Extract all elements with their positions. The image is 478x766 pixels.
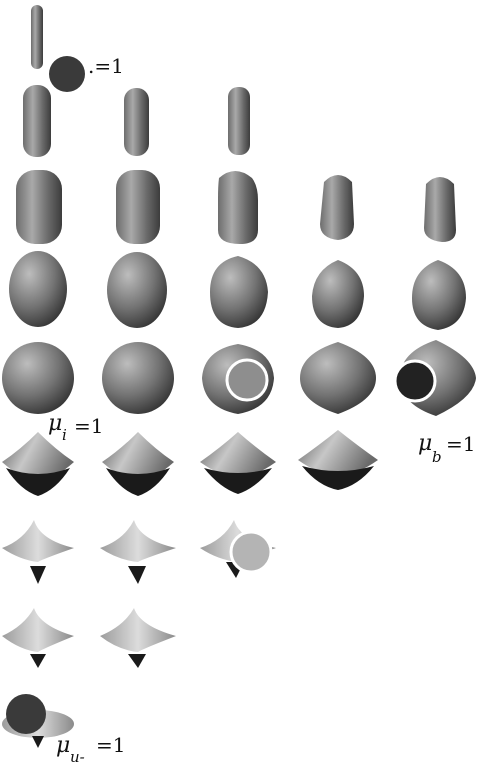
- svg-text:μ: μ: [56, 733, 70, 758]
- svg-text:μ: μ: [418, 431, 432, 456]
- shape-capsule-4: [320, 175, 354, 240]
- svg-text:=1: =1: [74, 414, 103, 438]
- shape-disk-point: [32, 736, 44, 748]
- shape-egg-2: [107, 252, 167, 328]
- svg-text:=1: =1: [96, 733, 125, 757]
- row-capsule: [16, 170, 456, 244]
- shape-cone-top-1: [2, 432, 74, 496]
- shape-capsule-5: [424, 177, 456, 242]
- shape-sphere-4: [300, 342, 376, 414]
- shape-spinning-top-2: [100, 520, 176, 584]
- shape-cylinder-3: [228, 87, 250, 155]
- svg-text:=1: =1: [446, 432, 475, 456]
- label-top: .=1: [88, 54, 124, 78]
- svg-text:i: i: [62, 426, 67, 444]
- shape-capsule-2: [116, 170, 160, 244]
- row-egg: [9, 251, 466, 330]
- shape-cone-top-3: [200, 432, 276, 494]
- marker-disk: [6, 694, 46, 734]
- shape-egg-4: [312, 260, 364, 328]
- shape-cylinder-1: [23, 85, 51, 157]
- marker-top-3: [229, 530, 273, 574]
- shape-cone-top-2: [102, 432, 174, 496]
- shape-egg-3: [210, 256, 268, 328]
- labels: .=1 μ i =1 μ b =1 μ u- =1: [48, 54, 475, 766]
- row-thin-rod: [31, 5, 43, 69]
- svg-text:u-: u-: [70, 748, 85, 766]
- marker-sphere-3: [225, 358, 269, 402]
- shape-cylinder-2: [124, 88, 149, 156]
- shape-capsule-1: [16, 170, 62, 244]
- shape-capsule-3: [218, 171, 258, 244]
- row-cone-top: [2, 430, 378, 496]
- shape-thin-rod: [31, 5, 43, 69]
- shape-egg-1: [9, 251, 67, 327]
- label-mu-b: μ b =1: [418, 431, 475, 466]
- shape-flat-top-1: [2, 608, 74, 668]
- svg-text:μ: μ: [48, 411, 62, 436]
- marker-sphere-5: [393, 359, 437, 403]
- svg-text:b: b: [432, 448, 442, 466]
- shape-sphere-1: [2, 342, 74, 414]
- shape-flat-top-2: [100, 608, 176, 668]
- markers: [6, 56, 437, 734]
- marker-top: [49, 56, 85, 92]
- shape-egg-5: [412, 260, 466, 330]
- shape-sphere-2: [102, 342, 174, 414]
- row-flat-top: [2, 608, 176, 668]
- shape-cone-top-4: [298, 430, 378, 490]
- shape-spinning-top-1: [2, 520, 74, 584]
- label-mu-u: μ u- =1: [56, 733, 125, 766]
- row-cylinder: [23, 85, 250, 157]
- label-mu-i: μ i =1: [48, 411, 103, 444]
